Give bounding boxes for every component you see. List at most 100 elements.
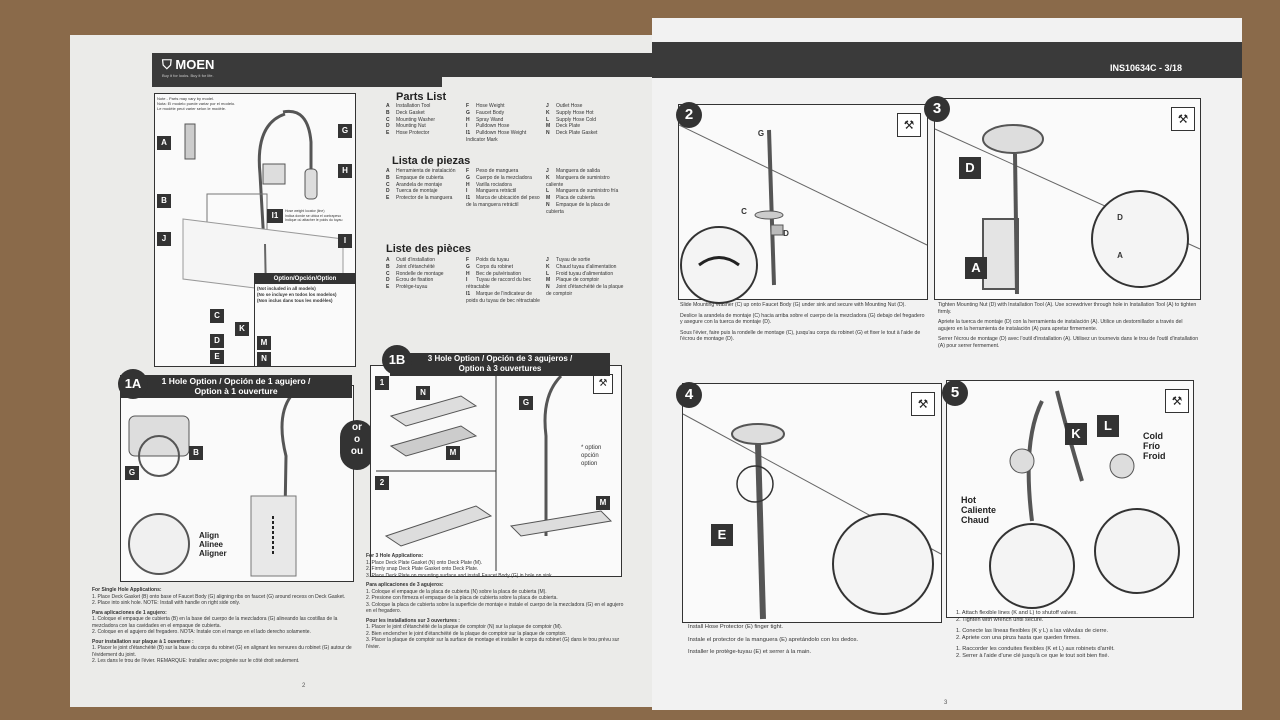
- part-key: H: [466, 116, 470, 123]
- part-key: A: [386, 103, 390, 109]
- step-4-number: 4: [676, 382, 702, 408]
- instr-line: 2. Coloque en el agujero del fregadero. …: [92, 629, 311, 635]
- option-line: (No se incluye en todos los modelos): [257, 292, 337, 297]
- label-G-1b: G: [519, 396, 533, 410]
- page-number-2: 2: [302, 683, 306, 689]
- part-key: I1: [466, 290, 471, 297]
- instr-line: 1. Coloque el empaque de cubierta (B) en…: [92, 616, 338, 629]
- instr-line: 2. Bien enclencher le joint d'étanchéité…: [366, 630, 567, 637]
- toolbox-icon: ⚒: [593, 374, 613, 394]
- option-line: opción: [581, 453, 599, 459]
- step-text-es: 1. Conecte las líneas flexibles (K y L) …: [956, 628, 1109, 634]
- step-4-panel: E ⚒: [682, 383, 942, 623]
- part-key: C: [386, 116, 390, 123]
- cold-line: Frío: [1143, 441, 1160, 451]
- label-N: N: [257, 352, 271, 366]
- or-badge: or o ou: [340, 420, 374, 470]
- hose-weight-note: Hose weight locator (line) Indica donde …: [285, 209, 342, 223]
- instr-line: 2. Firmly snap Deck Plate Gasket onto De…: [366, 566, 479, 572]
- instr-line: 1. Place Deck Plate Gasket (N) onto Deck…: [366, 559, 483, 566]
- part-key: E: [386, 195, 390, 202]
- label-D-step3: D: [959, 157, 981, 179]
- option-1b-instructions: For 3 Hole Applications: 1. Place Deck P…: [366, 553, 626, 650]
- part-key: M: [546, 123, 551, 130]
- brand-name: MOEN: [175, 57, 215, 72]
- step-5-text: 1. Attach flexible lines (K and L) to sh…: [956, 610, 1206, 660]
- step-text-es: Instale el protector de la manguera (E) …: [688, 636, 859, 643]
- part-name: Plaque de comptoir: [556, 277, 600, 284]
- step-5-number: 5: [942, 380, 968, 406]
- instr-heading: Pour les installations sur 3 ouvertures …: [366, 617, 460, 624]
- part-key: L: [546, 270, 550, 277]
- label-K: K: [235, 322, 249, 336]
- part-name: Pulldown Hose Weight Indicator Mark: [466, 130, 527, 143]
- left-header-bar-right: [442, 53, 655, 77]
- label-I1: I1: [267, 209, 283, 223]
- or-word: ou: [350, 446, 364, 457]
- step-text-en: Slide Mounting Washer (C) up onto Faucet…: [680, 302, 906, 308]
- option-line: option: [581, 461, 598, 467]
- part-key: B: [386, 109, 390, 116]
- step-text-en: Install Hose Protector (E) finger tight.: [688, 624, 784, 630]
- part-name: Deck Plate: [556, 123, 581, 130]
- part-name: Deck Plate Gasket: [556, 130, 598, 137]
- hot-line: Hot: [961, 495, 976, 505]
- option-box: Option/Opción/Option (Not included in al…: [254, 273, 356, 367]
- instr-heading: For Single Hole Applications:: [92, 587, 162, 593]
- part-key: F: [466, 103, 470, 109]
- label-E: E: [210, 350, 224, 364]
- note-line: Note - Parts may vary by model.: [157, 96, 215, 101]
- parts-title-es: Lista de piezas: [392, 155, 471, 167]
- instr-line: 1. Place Deck Gasket (B) onto base of Fa…: [92, 593, 346, 600]
- step-text-fr: 2. Serrer à l'aide d'une clé jusqu'à ce …: [956, 653, 1110, 659]
- part-name: Tuerca de montaje: [396, 188, 438, 195]
- label-E-step4: E: [711, 524, 733, 546]
- part-name: Poids du tuyau: [476, 257, 510, 263]
- brand-logo: ⛉ MOEN: [162, 57, 214, 73]
- parts-list-item: M Deck Plate: [546, 123, 624, 130]
- part-name: Varilla rociadora: [476, 181, 512, 188]
- align-line: Alinee: [199, 540, 224, 549]
- left-header-bar: [152, 53, 442, 87]
- label-J: J: [157, 232, 171, 246]
- part-key: L: [546, 188, 550, 195]
- part-name: Corps du robinet: [476, 263, 513, 270]
- note-line: Nota: El modelo puede variar por el mode…: [157, 101, 236, 106]
- part-key: M: [546, 195, 551, 202]
- part-name: Bec de pulvérisation: [476, 270, 522, 277]
- part-name: Hose Weight: [476, 103, 505, 109]
- part-name: Rondelle de montage: [396, 270, 444, 277]
- label-H: H: [338, 164, 352, 178]
- part-key: C: [386, 270, 390, 277]
- label-D-step2: D: [783, 229, 789, 238]
- title-line: 3 Hole Option / Opción de 3 agujeros /: [427, 354, 573, 363]
- instr-line: 1. Placer le joint d'étanchéité de la pl…: [366, 624, 563, 630]
- parts-list-item: E Protector de la manguera: [386, 195, 464, 202]
- option-1b-panel: 1 2 N M G M * option opción option ⚒: [370, 365, 622, 577]
- part-name: Protector de la manguera: [396, 195, 453, 202]
